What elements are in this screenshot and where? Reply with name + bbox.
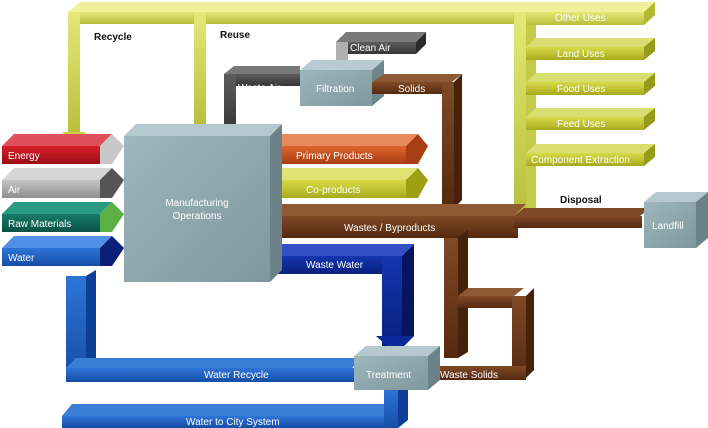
other-uses-label: Other Uses: [555, 13, 606, 24]
waste-solids-label: Waste Solids: [440, 370, 498, 381]
treatment-box: [354, 346, 440, 390]
other-uses-branch: [526, 2, 655, 25]
clean-air-label: Clean Air: [350, 43, 391, 54]
water-recycle-label: Water Recycle: [204, 370, 269, 381]
food-uses-branch: [526, 73, 655, 95]
land-uses-branch: [526, 38, 655, 60]
component-extraction-branch: [526, 144, 655, 166]
water-label: Water: [8, 253, 35, 264]
air-label: Air: [8, 185, 21, 196]
recycle-reuse-flows: [62, 2, 655, 222]
food-uses-label: Food Uses: [557, 84, 605, 95]
water-to-city-label: Water to City System: [186, 417, 280, 428]
waste-water-flow: [270, 244, 414, 354]
co-products-label: Co-products: [306, 185, 360, 196]
landfill-box: [644, 192, 708, 248]
reuse-label: Reuse: [220, 30, 250, 41]
manufacturing-operations-box: [124, 124, 282, 282]
manufacturing-label-line2: Operations: [173, 211, 222, 222]
filtration-label: Filtration: [316, 84, 354, 95]
waste-water-label: Waste Water: [306, 260, 364, 271]
treatment-label: Treatment: [366, 370, 411, 381]
feed-uses-label: Feed Uses: [557, 119, 605, 130]
raw-materials-flow: [2, 202, 124, 232]
energy-label: Energy: [8, 151, 40, 162]
wastes-byproducts-flow: [270, 204, 650, 380]
component-extraction-label: Component Extraction: [531, 155, 630, 166]
primary-products-label: Primary Products: [296, 151, 373, 162]
co-products-flow: [270, 168, 428, 198]
raw-materials-label: Raw Materials: [8, 219, 71, 230]
air-filtration-flows: [224, 32, 462, 208]
solids-label: Solids: [398, 84, 425, 95]
water-recycle-flows: [62, 270, 408, 428]
feed-uses-branch: [526, 108, 655, 130]
waste-air-label: Waste Air: [238, 83, 281, 94]
recycle-label: Recycle: [94, 32, 132, 43]
primary-products-flow: [270, 134, 428, 164]
land-uses-label: Land Uses: [557, 49, 605, 60]
manufacturing-label-line1: Manufacturing: [165, 198, 228, 209]
disposal-label: Disposal: [560, 195, 602, 206]
water-flow: [2, 236, 124, 266]
energy-flow: [2, 134, 124, 164]
air-flow: [2, 168, 124, 198]
wastes-byproducts-label: Wastes / Byproducts: [344, 223, 435, 234]
landfill-label: Landfill: [652, 221, 684, 232]
